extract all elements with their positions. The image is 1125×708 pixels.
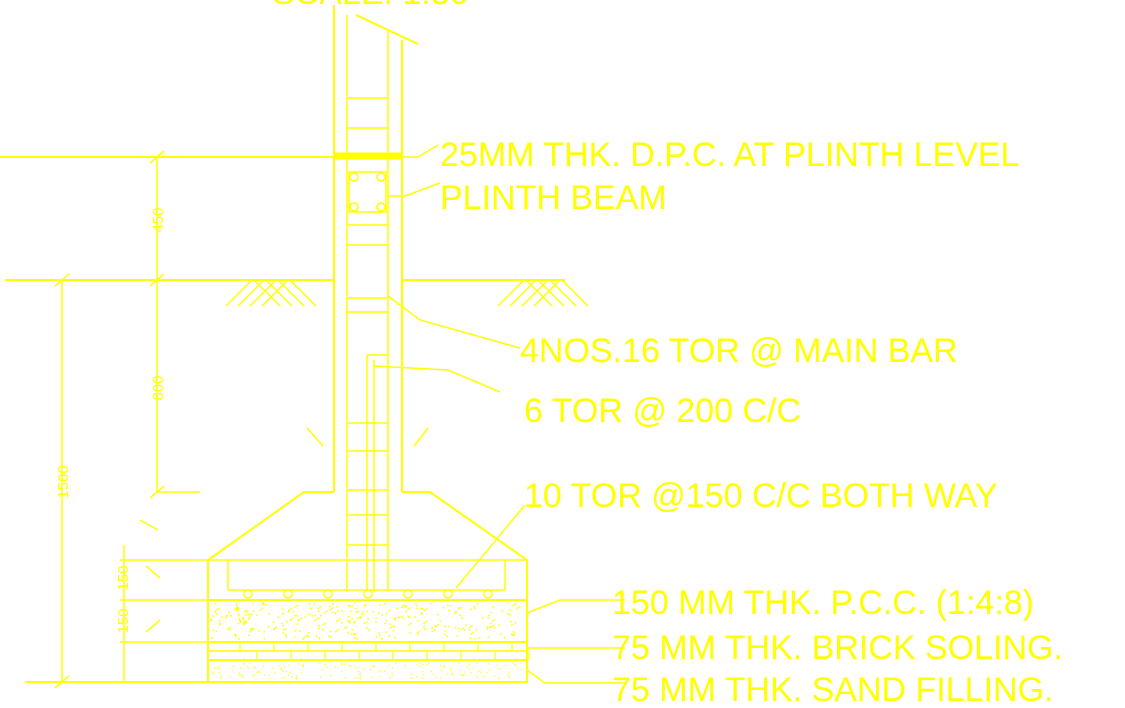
label-brick-soling: 75 MM THK. BRICK SOLING. — [612, 629, 1063, 667]
dimension-450: 450 — [150, 207, 167, 232]
label-main-bar: 4NOS.16 TOR @ MAIN BAR — [520, 332, 958, 370]
brick-soling-layer — [207, 641, 530, 661]
footing-slope-left — [207, 491, 334, 600]
dimension-800: 800 — [150, 375, 167, 400]
dispersion-mark-left — [306, 427, 324, 447]
scale-title: SCALE: 1:30 — [272, 0, 469, 12]
label-sand-filling: 75 MM THK. SAND FILLING. — [612, 671, 1053, 708]
dimension-150-top: 150 — [115, 565, 132, 590]
label-plinth-beam: PLINTH BEAM — [440, 179, 667, 217]
leader-lines — [373, 144, 625, 684]
earth-hatch-right — [497, 279, 589, 307]
label-pcc: 150 MM THK. P.C.C. (1:4:8) — [612, 584, 1034, 622]
dimension-lines — [54, 150, 208, 689]
footing-slope-right — [402, 491, 528, 600]
pcc-layer — [207, 599, 528, 643]
footing-mesh-bars — [227, 560, 506, 599]
dimension-1500: 1500 — [55, 465, 72, 498]
dimension-150-bottom: 150 — [115, 608, 132, 633]
label-dpc: 25MM THK. D.P.C. AT PLINTH LEVEL — [440, 136, 1019, 174]
earth-hatch-left — [225, 279, 317, 307]
plinth-beam — [348, 171, 387, 213]
wall-break-line — [355, 14, 419, 45]
dispersion-mark-right — [413, 427, 429, 447]
sand-filling-layer — [207, 659, 528, 683]
label-footing-mesh: 10 TOR @150 C/C BOTH WAY — [524, 477, 998, 515]
brick-courses — [347, 97, 388, 592]
label-stirrups: 6 TOR @ 200 C/C — [524, 392, 801, 430]
